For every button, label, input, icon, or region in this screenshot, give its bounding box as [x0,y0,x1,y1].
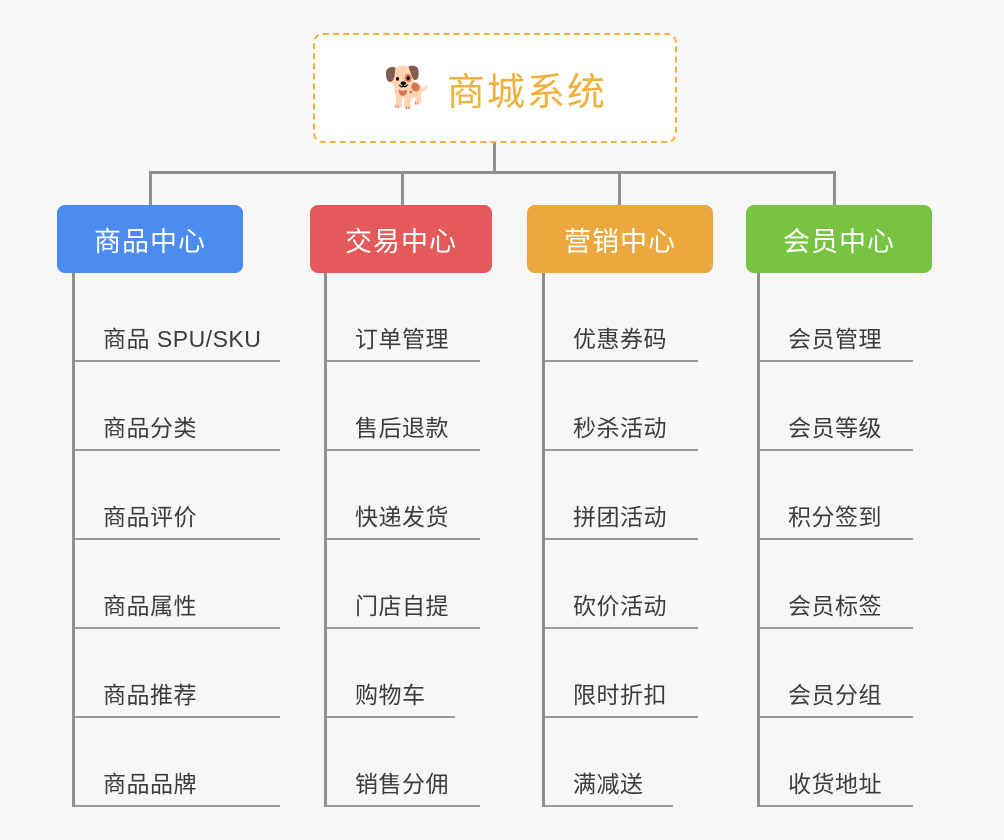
leaf-item[interactable]: 门店自提 [327,540,480,629]
category-label: 会员中心 [783,226,895,257]
leaf-item[interactable]: 积分签到 [760,451,913,540]
leaf-item[interactable]: 会员等级 [760,362,913,451]
leaf-item-label: 积分签到 [788,504,882,530]
column-spine-connector [757,273,760,807]
column-spine-connector [324,273,327,807]
leaf-item[interactable]: 订单管理 [327,273,480,362]
leaf-item-label: 会员等级 [788,415,882,441]
leaf-item[interactable]: 优惠券码 [545,273,698,362]
leaf-item[interactable]: 收货地址 [760,718,913,807]
leaf-item-label: 会员管理 [788,326,882,352]
leaf-item[interactable]: 会员管理 [760,273,913,362]
category-box-product-center[interactable]: 商品中心 [57,205,243,273]
leaf-item-label: 商品 SPU/SKU [103,326,262,352]
leaf-item[interactable]: 秒杀活动 [545,362,698,451]
leaf-item[interactable]: 商品推荐 [75,629,280,718]
root-node[interactable]: 🐕 商城系统 [313,33,677,143]
leaf-item-label: 优惠券码 [573,326,667,352]
leaf-item[interactable]: 商品评价 [75,451,280,540]
leaf-item-label: 售后退款 [355,415,449,441]
leaf-item[interactable]: 售后退款 [327,362,480,451]
leaf-item-label: 商品推荐 [103,682,197,708]
leaf-item-label: 门店自提 [355,593,449,619]
leaf-item[interactable]: 会员分组 [760,629,913,718]
root-stem-connector [493,143,496,173]
leaf-column-trade-center: 订单管理 售后退款 快递发货 门店自提 购物车 销售分佣 [324,273,480,807]
leaf-item[interactable]: 限时折扣 [545,629,698,718]
leaf-item-label: 购物车 [355,682,426,708]
leaf-item-label: 快递发货 [355,504,449,530]
leaf-item-label: 会员分组 [788,682,882,708]
category-stem-connector-1 [401,171,404,207]
leaf-item[interactable]: 商品品牌 [75,718,280,807]
category-label: 商品中心 [94,226,206,257]
leaf-item[interactable]: 快递发货 [327,451,480,540]
leaf-item[interactable]: 商品 SPU/SKU [75,273,280,362]
leaf-item-label: 满减送 [573,771,644,797]
category-stem-connector-3 [833,171,836,207]
category-label: 交易中心 [345,226,457,257]
horizontal-bus-connector [149,171,835,174]
leaf-column-marketing-center: 优惠券码 秒杀活动 拼团活动 砍价活动 限时折扣 满减送 [542,273,698,807]
leaf-item[interactable]: 拼团活动 [545,451,698,540]
category-label: 营销中心 [564,226,676,257]
category-box-trade-center[interactable]: 交易中心 [310,205,492,273]
leaf-column-member-center: 会员管理 会员等级 积分签到 会员标签 会员分组 收货地址 [757,273,913,807]
leaf-item-label: 限时折扣 [573,682,667,708]
leaf-item-label: 拼团活动 [573,504,667,530]
leaf-item[interactable]: 销售分佣 [327,718,480,807]
column-spine-connector [72,273,75,807]
leaf-item-label: 销售分佣 [355,771,449,797]
leaf-item[interactable]: 砍价活动 [545,540,698,629]
leaf-column-product-center: 商品 SPU/SKU 商品分类 商品评价 商品属性 商品推荐 商品品牌 [72,273,280,807]
leaf-item-label: 秒杀活动 [573,415,667,441]
leaf-item[interactable]: 满减送 [545,718,698,807]
column-spine-connector [542,273,545,807]
leaf-item-label: 商品品牌 [103,771,197,797]
leaf-item[interactable]: 商品分类 [75,362,280,451]
leaf-item[interactable]: 会员标签 [760,540,913,629]
leaf-item-label: 商品评价 [103,504,197,530]
leaf-item-label: 商品分类 [103,415,197,441]
leaf-item[interactable]: 购物车 [327,629,480,718]
leaf-item-label: 订单管理 [355,326,449,352]
leaf-item-label: 收货地址 [788,771,882,797]
leaf-item-label: 砍价活动 [573,593,667,619]
leaf-item-label: 会员标签 [788,593,882,619]
category-box-member-center[interactable]: 会员中心 [746,205,932,273]
leaf-item-label: 商品属性 [103,593,197,619]
leaf-item[interactable]: 商品属性 [75,540,280,629]
category-stem-connector-2 [618,171,621,207]
root-title: 商城系统 [446,71,607,114]
category-stem-connector-0 [149,171,152,207]
shiba-dog-face-icon: 🐕 [383,65,433,111]
category-box-marketing-center[interactable]: 营销中心 [527,205,713,273]
